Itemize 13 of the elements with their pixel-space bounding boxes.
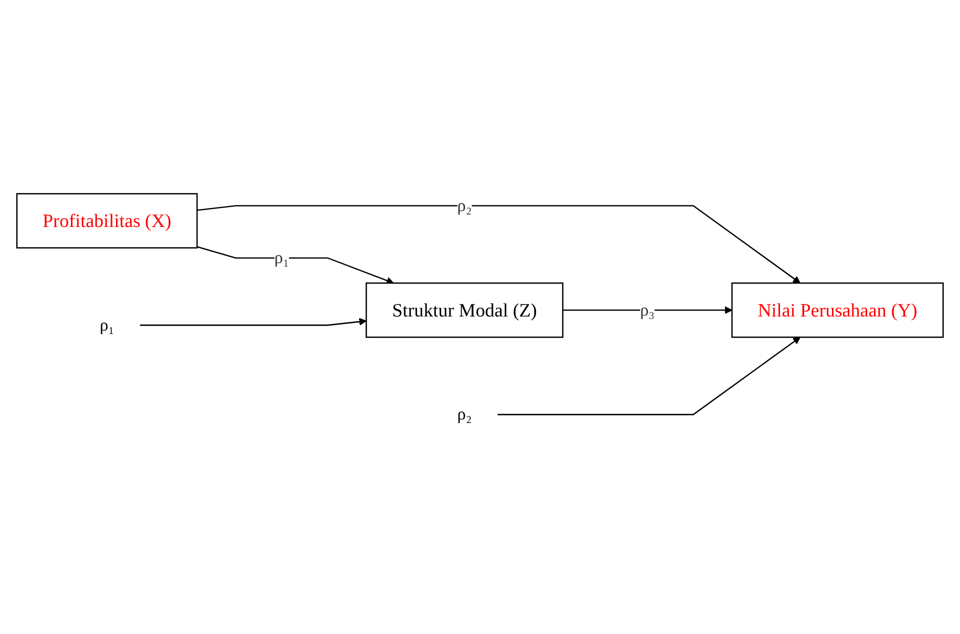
node-text: ρ₁: [100, 316, 114, 336]
node-box: Profitabilitas (X): [16, 193, 198, 249]
edge-label: ρ₁: [274, 248, 289, 268]
node-text: ρ₂: [457, 405, 472, 424]
node-box: Nilai Perusahaan (Y): [731, 282, 944, 338]
arrow: [196, 246, 394, 285]
arrow: [562, 306, 732, 314]
arrow: [498, 337, 800, 416]
arrow: [140, 318, 367, 326]
arrow: [197, 206, 800, 284]
edge-label: ρ₂: [457, 196, 472, 216]
node-box: Struktur Modal (Z): [366, 282, 564, 338]
edge-label: ρ₃: [640, 301, 655, 320]
